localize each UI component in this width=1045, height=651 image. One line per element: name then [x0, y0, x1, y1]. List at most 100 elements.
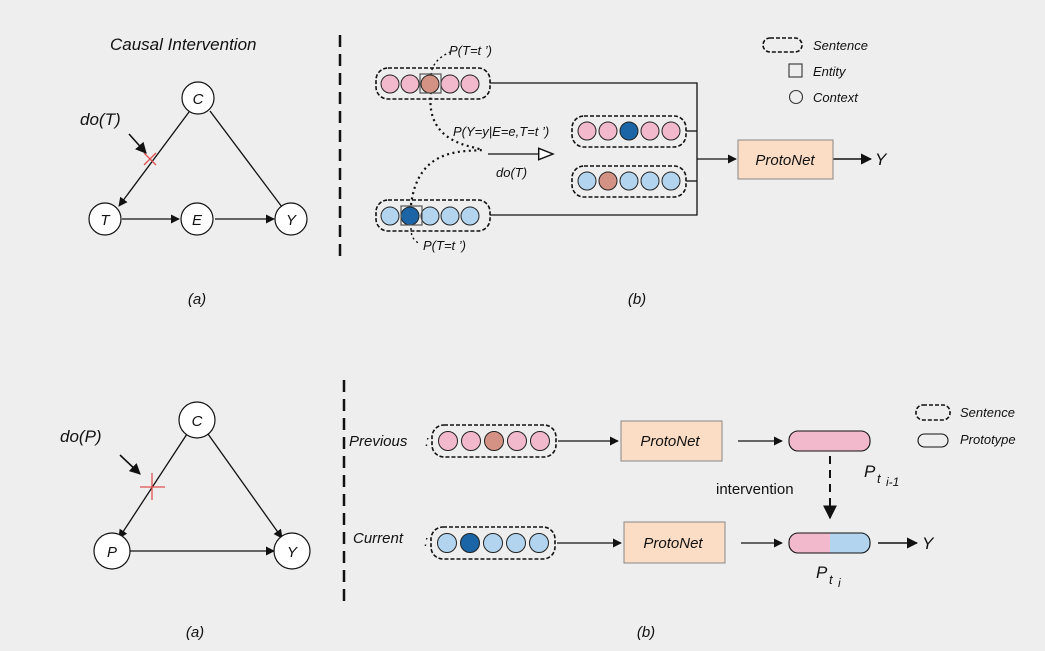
token-circle	[529, 533, 549, 553]
p-cur-label: P t i	[816, 563, 841, 590]
top-legend: Sentence Entity Context	[762, 37, 868, 105]
legend-prototype-icon	[917, 433, 949, 448]
token-circle	[440, 74, 460, 94]
top-label-a: (a)	[188, 291, 206, 308]
do-arrow-label: do(T)	[496, 165, 527, 180]
current-label: Current	[353, 530, 404, 547]
token-circle	[507, 431, 527, 451]
protonet-box-previous	[620, 420, 723, 462]
svg-text:P: P	[864, 462, 876, 481]
token-circle	[619, 171, 639, 191]
token-circle	[661, 171, 681, 191]
node-c	[181, 81, 215, 115]
prototype-previous	[788, 430, 871, 452]
protonet-box-current	[623, 521, 726, 564]
output-y-bottom: Y	[922, 534, 935, 553]
token-circle	[577, 171, 597, 191]
edge-c-y-bottom	[207, 433, 283, 539]
token-circle	[420, 206, 440, 226]
entity-box-bottom	[400, 205, 423, 226]
svg-text:t: t	[877, 471, 882, 486]
legend-sentence-icon	[762, 37, 803, 53]
token-circle	[460, 206, 480, 226]
legend-context-label: Context	[813, 90, 859, 105]
node-t-label: T	[100, 212, 111, 229]
token-circle	[483, 533, 503, 553]
node-y-bottom	[273, 532, 311, 570]
edge-c-y	[209, 110, 283, 208]
dotted-curve-top	[429, 91, 482, 152]
dotted-callout-bottom	[410, 227, 421, 245]
p-cond-label: P(Y=y|E=e,T=t ’)	[453, 124, 549, 139]
token-circle	[640, 171, 660, 191]
node-t	[88, 202, 122, 236]
prototype-current	[788, 532, 871, 554]
sentence-capsule-previous	[431, 424, 557, 458]
token-circle	[380, 206, 400, 226]
sentence-capsule-ctx	[571, 165, 687, 198]
top-title: Causal Intervention	[110, 35, 256, 54]
sentence-capsule-current	[430, 526, 556, 560]
token-circle	[577, 121, 597, 141]
svg-text:i: i	[838, 576, 841, 590]
protonet-box-top	[737, 139, 834, 180]
output-y-top: Y	[875, 150, 888, 169]
token-circle	[619, 121, 639, 141]
dotted-callout-top	[430, 51, 451, 76]
svg-text:t: t	[829, 572, 834, 587]
p-prev-label: P t i-1	[864, 462, 899, 489]
token-circle	[506, 533, 526, 553]
token-circle	[400, 74, 420, 94]
legend-sentence-label-bottom: Sentence	[960, 405, 1015, 420]
sentence-top	[380, 74, 480, 94]
token-circle	[460, 533, 480, 553]
node-p	[93, 532, 131, 570]
protonet-label-previous: ProtoNet	[640, 433, 700, 450]
token-circle	[640, 121, 660, 141]
intervention-cross	[143, 152, 157, 166]
legend-context-icon	[788, 89, 804, 105]
do-pointer-arrow-bottom	[119, 454, 141, 475]
node-e-label: E	[192, 212, 203, 229]
intervention-cross-bottom	[140, 473, 165, 500]
svg-text:P: P	[816, 563, 828, 582]
edge-c-t	[118, 111, 190, 207]
sentence-cond	[577, 121, 681, 141]
legend-prototype-label: Prototype	[960, 432, 1016, 447]
node-y	[274, 202, 308, 236]
token-circle	[380, 74, 400, 94]
intervention-label: intervention	[716, 481, 794, 498]
token-circle	[598, 171, 618, 191]
node-y-bottom-label: Y	[287, 544, 298, 561]
bottom-causal-graph: do(P) C P Y (a)	[60, 401, 311, 641]
edge-c-p	[118, 433, 188, 539]
previous-label: Previous	[349, 433, 408, 450]
sentence-ctx	[577, 171, 681, 191]
sentence-capsule-bottom	[375, 199, 491, 232]
current-colon: :	[424, 533, 428, 550]
legend-entity-label: Entity	[813, 64, 847, 79]
bottom-model-diagram: Previous : Current : ProtoNet ProtoNet i…	[349, 404, 1016, 641]
bottom-label-a: (a)	[186, 624, 204, 641]
node-c-bottom-label: C	[192, 413, 203, 430]
token-circle	[438, 431, 458, 451]
top-label-b: (b)	[628, 291, 646, 308]
top-causal-graph: Causal Intervention do(T) C T E Y (a)	[80, 35, 308, 308]
do-pointer-arrow	[128, 133, 147, 154]
token-circle	[484, 431, 504, 451]
protonet-label-current: ProtoNet	[643, 535, 703, 552]
token-circle	[440, 206, 460, 226]
legend-sentence-icon-bottom	[915, 404, 951, 421]
token-circle	[400, 206, 420, 226]
token-circle	[420, 74, 440, 94]
do-t-label: do(T)	[80, 110, 121, 129]
svg-text:i-1: i-1	[886, 475, 899, 489]
node-c-bottom	[178, 401, 216, 439]
do-p-label: do(P)	[60, 427, 102, 446]
bottom-label-b: (b)	[637, 624, 655, 641]
legend-entity-icon	[788, 63, 803, 78]
sentence-capsule-top	[375, 67, 491, 100]
node-p-label: P	[107, 544, 117, 561]
sentence-capsule-cond	[571, 115, 687, 148]
token-circle	[598, 121, 618, 141]
